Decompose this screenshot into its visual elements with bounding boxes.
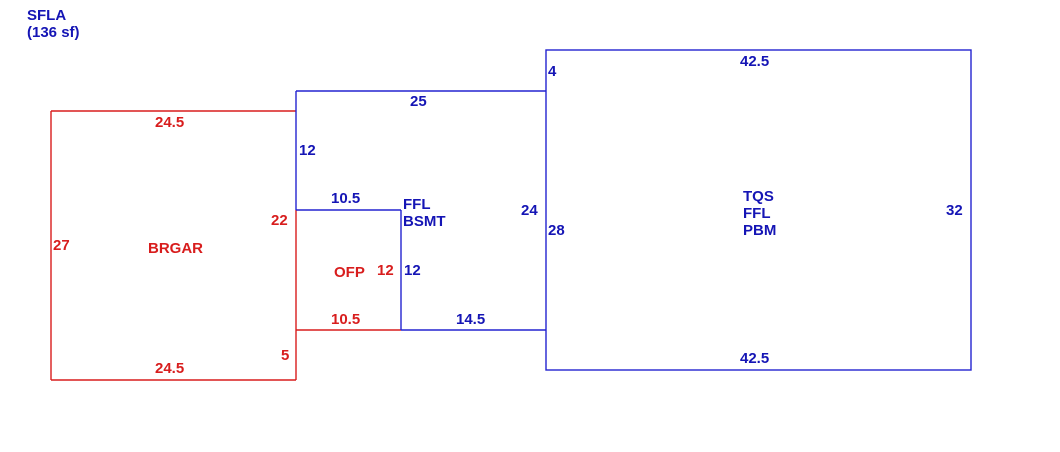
dim-tqs-step: 4: [548, 63, 557, 80]
dim-bsmt-right: 24: [521, 202, 538, 219]
dim-brgar-right: 22: [271, 212, 288, 229]
dim-bsmt-inner-side: 12: [404, 262, 421, 279]
dim-bsmt-top: 25: [410, 93, 427, 110]
dim-tqs-bottom: 42.5: [740, 350, 769, 367]
dim-bsmt-bottom: 14.5: [456, 311, 485, 328]
sketch-subtitle: (136 sf): [27, 24, 80, 41]
dim-brgar-bottom: 24.5: [155, 360, 184, 377]
dim-tqs-left: 28: [548, 222, 565, 239]
dim-brgar-top: 24.5: [155, 114, 184, 131]
ffl-bsmt-outline: [295, 90, 546, 331]
dim-bsmt-inner-top: 10.5: [331, 190, 360, 207]
tqs-label-line-3: PBM: [743, 222, 776, 239]
tqs-label-line-1: TQS: [743, 188, 774, 205]
tqs-outline: [545, 49, 972, 371]
brgar-ofp-outline: [50, 110, 401, 381]
dim-brgar-step: 5: [281, 347, 289, 364]
bsmt-label-line-2: BSMT: [403, 213, 446, 230]
dim-brgar-left: 27: [53, 237, 70, 254]
dim-tqs-right: 32: [946, 202, 963, 219]
ofp-label: OFP: [334, 264, 365, 281]
dim-tqs-top: 42.5: [740, 53, 769, 70]
sketch-title: SFLA: [27, 7, 66, 24]
brgar-label: BRGAR: [148, 240, 203, 257]
tqs-label-line-2: FFL: [743, 205, 771, 222]
dim-ofp-bottom: 10.5: [331, 311, 360, 328]
bsmt-label-line-1: FFL: [403, 196, 431, 213]
dim-bsmt-left: 12: [299, 142, 316, 159]
dim-ofp-side: 12: [377, 262, 394, 279]
